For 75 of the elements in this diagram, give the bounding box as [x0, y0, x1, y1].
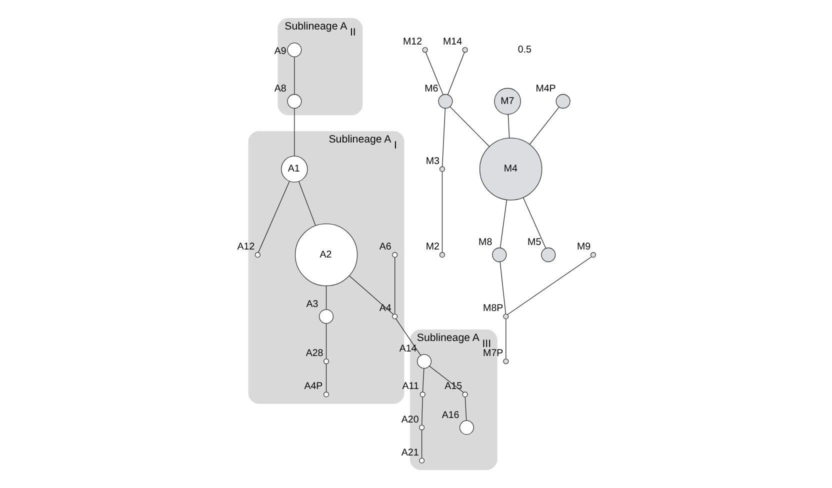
node-circle: [419, 392, 425, 398]
node-label: A20: [400, 414, 418, 426]
node-label: M6: [424, 84, 438, 95]
node-label: A14: [398, 344, 416, 355]
connector: [506, 256, 592, 315]
node-circle: [286, 94, 302, 109]
node-circle: [323, 392, 329, 398]
connector: [505, 318, 506, 360]
node-circle: [286, 42, 302, 58]
label: 0.5: [517, 44, 531, 56]
node-label: A28: [305, 348, 323, 360]
node-circle: [422, 47, 428, 53]
node-label: A12: [236, 242, 254, 253]
connector: [464, 396, 466, 421]
connector: [528, 106, 559, 145]
connector: [325, 364, 326, 392]
node-label: A16: [441, 410, 459, 421]
node-label: M4P: [535, 84, 556, 95]
node-label: M8P: [482, 303, 503, 314]
node-circle: M4: [478, 138, 542, 200]
node-circle: [492, 248, 506, 262]
node-circle: [392, 314, 398, 320]
node-circle: [438, 166, 444, 172]
node-circle: A2: [294, 223, 358, 286]
connector: [447, 52, 464, 95]
node-label: M7P: [482, 348, 503, 360]
connector: [394, 257, 395, 314]
connector: [298, 181, 316, 226]
connector: [258, 180, 290, 253]
node-circle: M7: [494, 88, 520, 115]
node-circle: [318, 309, 334, 324]
node-label: A21: [400, 447, 418, 458]
connector: [522, 197, 546, 249]
node-circle: [438, 94, 452, 109]
connector: [499, 200, 507, 248]
node-label: A6: [378, 242, 391, 253]
connector: [348, 276, 394, 315]
connector: [395, 318, 421, 356]
node-circle: [254, 252, 260, 258]
node-circle: [462, 392, 468, 398]
node-circle: [438, 252, 444, 258]
connector: [422, 368, 424, 392]
node-label: A4P: [304, 381, 322, 392]
node-label: M2: [425, 242, 439, 253]
connector: [441, 108, 445, 167]
connector: [449, 106, 490, 147]
node-circle: [392, 252, 398, 258]
node-circle: [540, 248, 556, 262]
node-circle: [458, 420, 474, 435]
node-label: M8: [478, 237, 492, 248]
node-circle: A1: [280, 156, 308, 182]
connector: [421, 396, 422, 426]
node-circle: [502, 358, 508, 364]
connector: [507, 114, 510, 138]
connector: [325, 323, 326, 360]
node-label: M12: [402, 36, 422, 48]
node-label: M14: [442, 36, 462, 48]
node-label: A3: [306, 298, 318, 310]
node-circle: [323, 358, 329, 364]
node-circle: [462, 47, 468, 53]
connector: [441, 171, 442, 253]
node-circle: [590, 252, 596, 258]
connector: [420, 430, 422, 458]
node-circle: [555, 94, 570, 109]
node-circle: [502, 314, 508, 320]
connector: [424, 52, 443, 95]
node-circle: [418, 424, 424, 430]
node-label: M3: [425, 156, 439, 167]
connector: [499, 262, 506, 314]
node-label: A11: [402, 381, 418, 392]
node-label: M5: [527, 237, 541, 248]
node-circle: [416, 354, 432, 369]
node-label: M9: [576, 242, 590, 253]
node-circle: [418, 458, 424, 464]
connector: [325, 286, 326, 310]
